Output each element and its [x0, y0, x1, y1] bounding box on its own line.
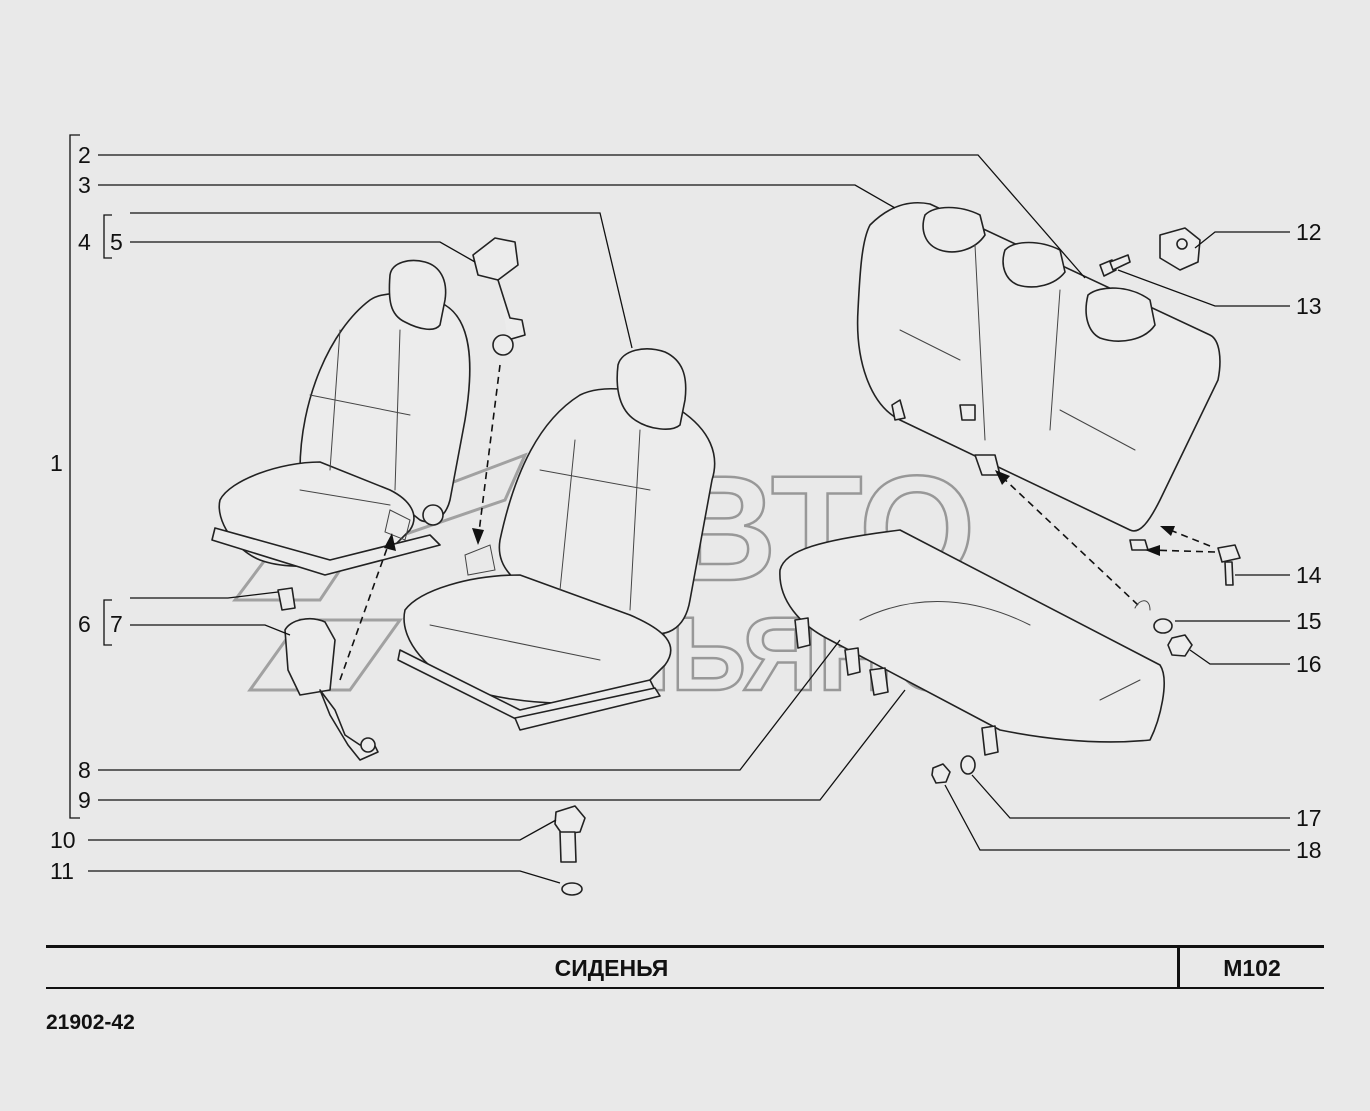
front-right-headrest [616, 348, 687, 430]
callout-5: 5 [110, 229, 123, 255]
callout-10: 10 [50, 827, 76, 853]
callout-13: 13 [1296, 293, 1322, 319]
bracket-lines [69, 134, 112, 819]
nut-part-18 [931, 763, 951, 784]
callout-15: 15 [1296, 608, 1322, 634]
callout-labels: 1 2 3 4 5 6 7 8 9 10 11 12 13 14 15 16 1… [50, 142, 1322, 884]
model-code: 21902-42 [46, 1011, 135, 1034]
callout-16: 16 [1296, 651, 1322, 677]
washer-part-17 [960, 755, 976, 775]
callout-9: 9 [78, 787, 91, 813]
callout-3: 3 [78, 172, 91, 198]
washer-part-11 [561, 882, 583, 896]
rear-headrest-center [1002, 241, 1066, 288]
callout-2: 2 [78, 142, 91, 168]
callout-4: 4 [78, 229, 91, 255]
callout-17: 17 [1296, 805, 1322, 831]
callout-6: 6 [78, 611, 91, 637]
washer-part-15 [1153, 618, 1173, 634]
callout-8: 8 [78, 757, 91, 783]
front-seat-right [397, 348, 716, 731]
seat-belt-lower [277, 533, 396, 761]
leader-lines [88, 154, 1290, 884]
rear-headrest-right [1085, 287, 1156, 342]
callout-7: 7 [110, 611, 123, 637]
title-block: СИДЕНЬЯ М102 [46, 945, 1324, 989]
front-seat-left [211, 259, 471, 576]
bolt-part-10 [554, 805, 586, 835]
bolt-part-14 [1217, 544, 1241, 563]
page-code: М102 [1223, 955, 1281, 981]
callout-1: 1 [50, 450, 63, 476]
callout-18: 18 [1296, 837, 1322, 863]
front-left-headrest [388, 259, 447, 331]
callout-14: 14 [1296, 562, 1322, 588]
nut-part-16 [1167, 634, 1193, 657]
rear-headrest-left [922, 206, 986, 253]
seat-belt-upper [472, 237, 526, 545]
small-parts [554, 227, 1241, 896]
callout-11: 11 [50, 858, 74, 884]
page-title: СИДЕНЬЯ [46, 948, 1180, 987]
callout-12: 12 [1296, 219, 1322, 245]
rear-seat-cushion [779, 529, 1165, 756]
rear-seat-back [856, 201, 1221, 551]
